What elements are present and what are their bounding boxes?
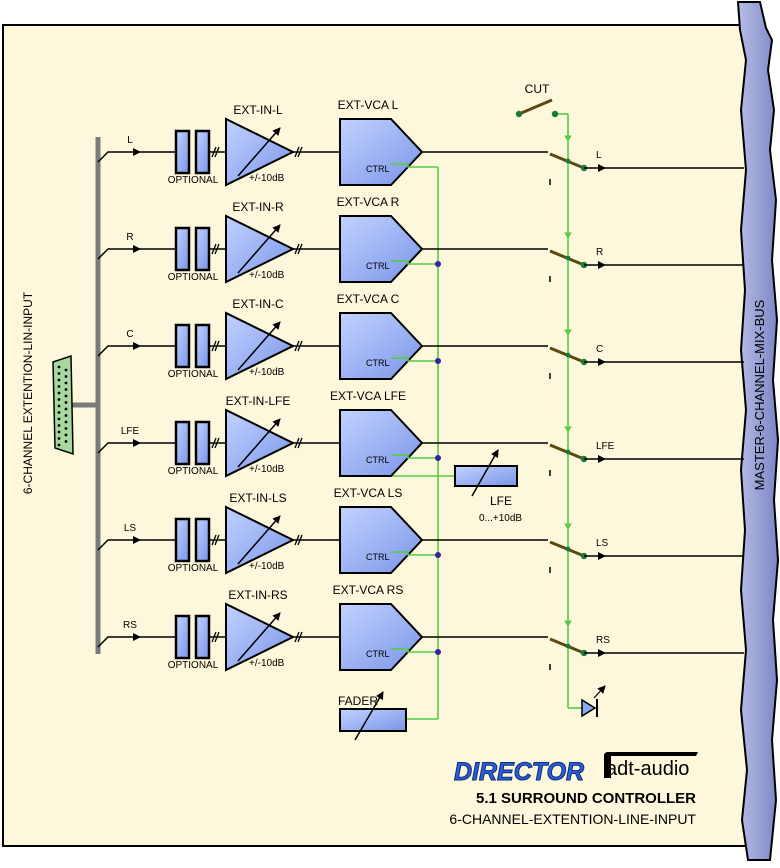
- input-tap: [97, 245, 141, 260]
- ext-vca-label: EXT-VCA RS: [333, 583, 404, 597]
- lfe-trim-label: LFE: [490, 494, 512, 508]
- channel-output-label: L: [596, 150, 602, 161]
- master-fader[interactable]: [339, 691, 407, 741]
- ext-vca-label: EXT-VCA LFE: [330, 389, 406, 403]
- channel-output-label: R: [596, 247, 603, 258]
- input-amp-icon[interactable]: [225, 602, 296, 672]
- input-tap: [97, 342, 141, 357]
- optional-label: OPTIONAL: [168, 660, 219, 671]
- channel-row-l: L OPTIONAL EXT-IN-L +/-10dB EXT-VCA L CTRL L: [97, 98, 744, 187]
- product-subtitle: 6-CHANNEL-EXTENTION-LINE-INPUT: [449, 811, 696, 827]
- optional-label: OPTIONAL: [168, 175, 219, 186]
- optional-label: OPTIONAL: [168, 272, 219, 283]
- input-amp-icon[interactable]: [225, 505, 296, 575]
- vca-block: [339, 506, 424, 574]
- ctrl-label: CTRL: [366, 358, 390, 368]
- gain-range-label: +/-10dB: [249, 464, 285, 475]
- input-amp-icon[interactable]: [225, 214, 296, 284]
- ext-in-label: EXT-IN-R: [232, 200, 284, 214]
- adt-audio-logo-text: adt-audio: [606, 758, 689, 780]
- ctrl-label: CTRL: [366, 649, 390, 659]
- optional-transformer-icon: [174, 517, 211, 563]
- director-logo: DIRECTOR: [454, 758, 584, 786]
- ext-vca-label: EXT-VCA LS: [334, 486, 403, 500]
- ctrl-label: CTRL: [366, 552, 390, 562]
- master-bus-label: MASTER-6-CHANNEL-MIX-BUS: [752, 299, 767, 490]
- mute-switch[interactable]: [549, 540, 588, 560]
- channel-row-r: R OPTIONAL EXT-IN-R +/-10dB EXT-VCA R CTRL R: [97, 195, 744, 284]
- lfe-trim-range: 0...+10dB: [479, 513, 522, 524]
- product-title: 5.1 SURROUND CONTROLLER: [476, 790, 696, 807]
- junction-node: [435, 552, 441, 558]
- input-amp-icon[interactable]: [225, 311, 296, 381]
- channel-input-label: R: [126, 232, 133, 243]
- optional-label: OPTIONAL: [168, 563, 219, 574]
- channel-row-ls: LS OPTIONAL EXT-IN-LS +/-10dB EXT-VCA LS CTRL…: [97, 486, 744, 575]
- input-tap: [97, 536, 141, 551]
- channel-input-label: L: [127, 135, 133, 146]
- gain-range-label: +/-10dB: [249, 658, 285, 669]
- ext-vca-label: EXT-VCA C: [337, 292, 400, 306]
- ext-in-label: EXT-IN-L: [233, 103, 283, 117]
- channel-input-label: RS: [123, 620, 137, 631]
- ext-in-label: EXT-IN-LS: [229, 491, 286, 505]
- cut-led-icon: [568, 685, 606, 718]
- ext-vca-label: EXT-VCA L: [338, 98, 399, 112]
- input-amp-icon[interactable]: [225, 117, 296, 187]
- junction-node: [435, 358, 441, 364]
- ext-in-label: EXT-IN-C: [232, 297, 284, 311]
- channel-row-lfe: LFE OPTIONAL EXT-IN-LFE +/-10dB EXT-VCA LFE C…: [97, 389, 744, 478]
- mute-switch[interactable]: [549, 443, 588, 463]
- input-bus-label: 6-CHANNEL EXTENTION-LIN-INPUT: [21, 291, 35, 494]
- optional-label: OPTIONAL: [168, 466, 219, 477]
- input-tap: [97, 148, 141, 163]
- ctrl-label: CTRL: [366, 455, 390, 465]
- ctrl-label: CTRL: [366, 261, 390, 271]
- optional-label: OPTIONAL: [168, 369, 219, 380]
- ext-in-label: EXT-IN-LFE: [226, 394, 291, 408]
- channel-input-label: LFE: [121, 426, 140, 437]
- gain-range-label: +/-10dB: [249, 561, 285, 572]
- vca-block: [339, 409, 424, 477]
- ext-vca-label: EXT-VCA R: [337, 195, 400, 209]
- channel-output-label: C: [596, 344, 603, 355]
- gain-range-label: +/-10dB: [249, 367, 285, 378]
- ctrl-label: CTRL: [366, 164, 390, 174]
- vca-block: [339, 118, 424, 186]
- junction-node: [435, 649, 441, 655]
- lfe-trim[interactable]: [438, 449, 518, 497]
- optional-transformer-icon: [174, 420, 211, 466]
- channel-input-label: LS: [124, 523, 137, 534]
- dsub-connector-icon: [52, 354, 74, 456]
- channel-output-label: LS: [596, 538, 609, 549]
- optional-transformer-icon: [174, 129, 211, 175]
- cut-switch[interactable]: [515, 98, 559, 118]
- gain-range-label: +/-10dB: [249, 270, 285, 281]
- channel-output-label: RS: [596, 635, 610, 646]
- adt-audio-logo: [604, 752, 698, 778]
- fader-label: FADER: [338, 694, 378, 708]
- vca-block: [339, 603, 424, 671]
- channel-output-label: LFE: [596, 441, 615, 452]
- master-bus: [736, 1, 780, 861]
- channel-row-c: C OPTIONAL EXT-IN-C +/-10dB EXT-VCA C CTRL C: [97, 292, 744, 381]
- channel-strips: L OPTIONAL EXT-IN-L +/-10dB EXT-VCA L CTRL L R O…: [97, 98, 744, 672]
- channel-input-label: C: [126, 329, 133, 340]
- channel-row-rs: RS OPTIONAL EXT-IN-RS +/-10dB EXT-VCA RS CTRL…: [97, 583, 744, 672]
- optional-transformer-icon: [174, 614, 211, 660]
- vca-block: [339, 215, 424, 283]
- cut-label: CUT: [525, 82, 550, 96]
- junction-node: [435, 261, 441, 267]
- junction-node: [435, 455, 441, 461]
- input-tap: [97, 439, 141, 454]
- ext-in-label: EXT-IN-RS: [228, 588, 287, 602]
- gain-range-label: +/-10dB: [249, 173, 285, 184]
- vca-block: [339, 312, 424, 380]
- input-tap: [97, 633, 141, 648]
- input-amp-icon[interactable]: [225, 408, 296, 478]
